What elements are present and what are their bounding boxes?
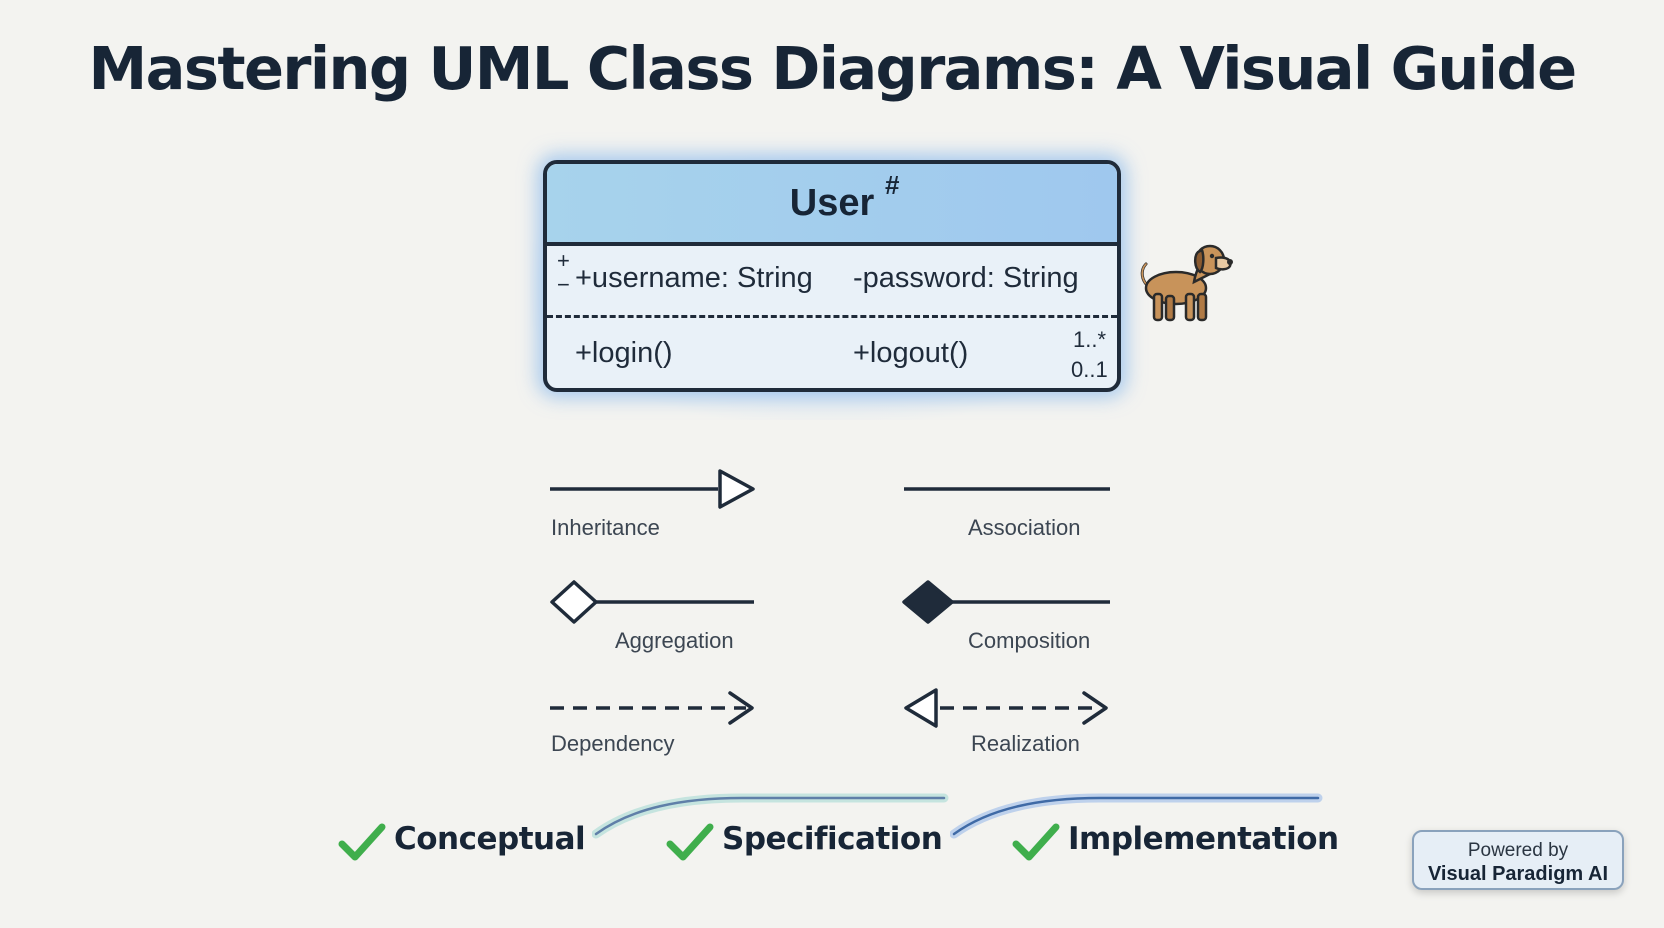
relationship-label-dependency: Dependency bbox=[551, 731, 675, 756]
composition-diamond-icon bbox=[902, 580, 1110, 624]
aggregation-diamond-icon bbox=[550, 580, 754, 624]
inheritance-arrow-icon bbox=[550, 469, 755, 509]
badge-line-powered-by: Powered by bbox=[1467, 840, 1569, 861]
phase-connector-arc bbox=[950, 793, 1323, 839]
phase-conceptual: Conceptual bbox=[394, 821, 586, 857]
relationship-label-realization: Realization bbox=[971, 731, 1080, 756]
relationship-label-association: Association bbox=[968, 515, 1081, 540]
phase-specification: Specification bbox=[722, 821, 943, 857]
operation-login: +login() bbox=[575, 337, 673, 369]
association-line-icon bbox=[904, 487, 1110, 491]
attribute-password: -password: String bbox=[853, 262, 1079, 294]
dependency-arrow-icon bbox=[550, 691, 754, 725]
class-name: User bbox=[789, 182, 875, 224]
badge-line-brand: Visual Paradigm AI bbox=[1427, 863, 1609, 885]
visibility-public-mark: + bbox=[557, 248, 570, 273]
relationship-label-aggregation: Aggregation bbox=[615, 628, 734, 653]
visibility-private-mark: − bbox=[557, 272, 570, 297]
check-icon bbox=[666, 823, 714, 861]
class-header: User # bbox=[547, 164, 1117, 246]
class-name-mark: # bbox=[885, 170, 900, 200]
uml-class-box: User # + − +username: String -password: … bbox=[543, 160, 1121, 392]
relationship-label-composition: Composition bbox=[968, 628, 1091, 653]
section-divider bbox=[547, 315, 1117, 318]
page-title: Mastering UML Class Diagrams: A Visual G… bbox=[88, 34, 1578, 103]
operation-logout: +logout() bbox=[853, 337, 969, 369]
phase-implementation: Implementation bbox=[1068, 821, 1339, 857]
multiplicity-lower: 0..1 bbox=[1071, 357, 1108, 382]
relationship-label-inheritance: Inheritance bbox=[551, 515, 660, 540]
powered-by-badge[interactable]: Powered by Visual Paradigm AI bbox=[1412, 830, 1624, 890]
dog-icon bbox=[1140, 244, 1233, 322]
check-icon bbox=[1012, 823, 1060, 861]
multiplicity-upper: 1..* bbox=[1073, 327, 1107, 352]
realization-arrow-icon bbox=[904, 688, 1108, 728]
phase-connector-arc bbox=[592, 793, 949, 839]
check-icon bbox=[338, 823, 386, 861]
attribute-username: +username: String bbox=[575, 262, 813, 294]
